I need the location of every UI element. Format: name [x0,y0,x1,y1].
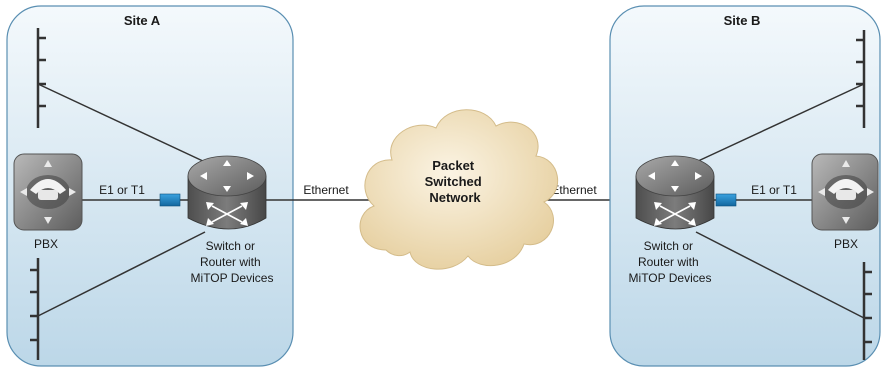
cloud-label-line-3: Network [429,190,481,205]
mitop-module-a [159,193,181,207]
wan-section: Ethernet Ethernet Packet Switched Networ… [266,109,636,270]
router-b-label-line-2: Router with [638,255,699,269]
link-top-lan-a [37,83,206,163]
router-a-label-line-1: Switch or [206,239,255,253]
site-b-panel [609,5,881,367]
packet-network-cloud [359,109,559,270]
cloud-label: Packet Switched Network [425,158,486,205]
router-a-label: Switch or Router with MiTOP Devices [191,239,274,285]
cloud-label-line-2: Switched [425,174,482,189]
router-a-label-line-2: Router with [200,255,261,269]
lan-segment-top-b [856,30,866,128]
e1-t1-label-a: E1 or T1 [99,183,145,197]
lan-segment-bottom-a [30,258,40,360]
router-arrows-icon [200,160,254,226]
site-b: Site B [609,5,881,367]
pbx-a [13,153,83,231]
pbx-a-label: PBX [34,237,58,251]
router-b-label: Switch or Router with MiTOP Devices [629,239,712,285]
link-bottom-lan-a [37,231,206,317]
lan-segment-bottom-b [862,262,872,360]
site-b-title: Site B [724,13,761,28]
router-a [187,155,267,230]
router-a-label-line-3: MiTOP Devices [191,271,274,285]
site-a-title: Site A [124,13,161,28]
router-b-label-line-3: MiTOP Devices [629,271,712,285]
pbx-b-label: PBX [834,237,858,251]
phone-icon [828,179,864,200]
link-bottom-lan-b [695,231,865,319]
link-top-lan-b [695,83,865,163]
lan-segment-top-a [36,28,46,128]
ethernet-label-left: Ethernet [303,183,349,197]
site-a-panel [6,5,294,367]
phone-icon [30,179,66,200]
ethernet-label-right: Ethernet [551,183,597,197]
router-b-label-line-1: Switch or [644,239,693,253]
router-b [635,155,715,230]
pbx-b [811,153,879,231]
cloud-label-line-1: Packet [432,158,475,173]
router-arrows-icon [648,160,702,226]
site-a: Site A [6,5,294,367]
mitop-module-b [715,193,737,207]
e1-t1-label-b: E1 or T1 [751,183,797,197]
